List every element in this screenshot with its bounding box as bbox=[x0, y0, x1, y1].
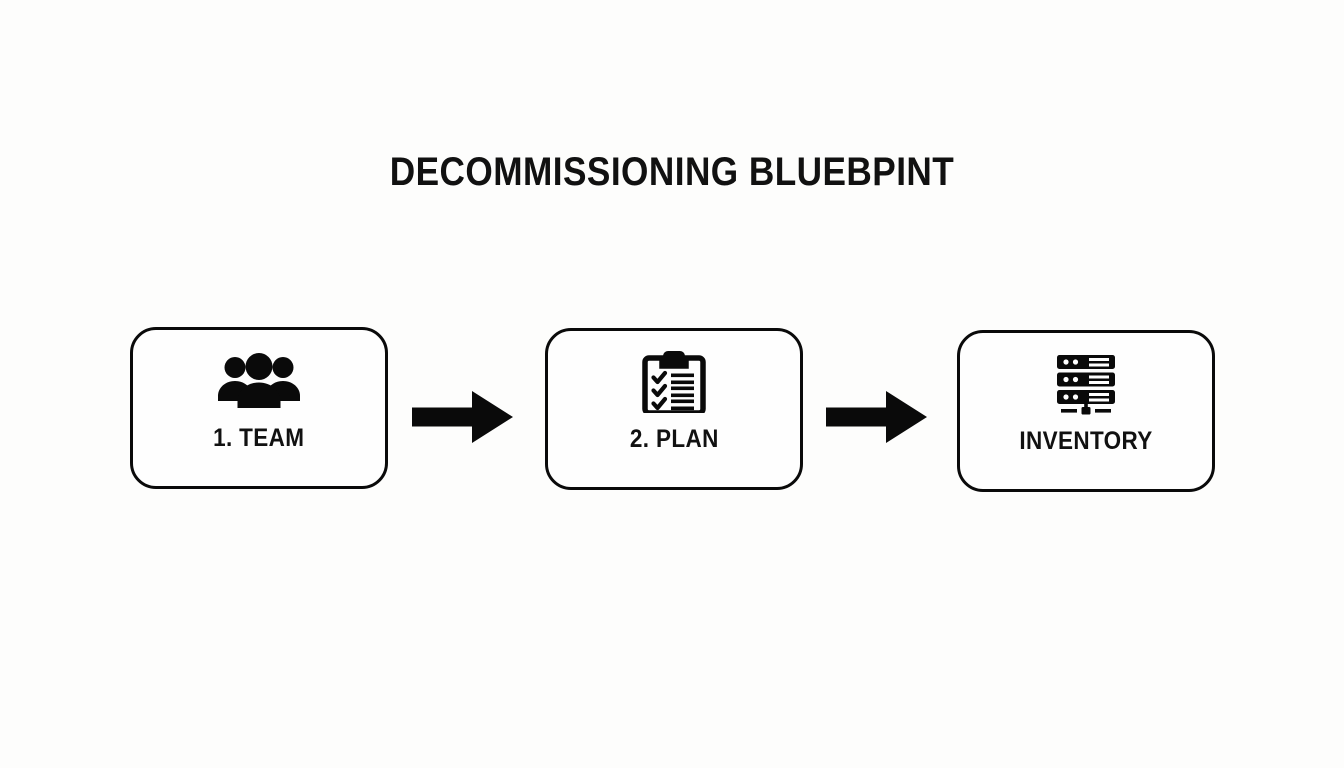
step-label-inventory: INVENTORY bbox=[1019, 427, 1153, 455]
step-label-team: 1. TEAM bbox=[213, 424, 305, 452]
clipboard-checklist-icon bbox=[641, 351, 707, 413]
page-title: DECOMMISSIONING BLUEBPINT bbox=[389, 150, 955, 194]
step-box-inventory[interactable]: INVENTORY bbox=[957, 330, 1215, 492]
arrow-right-icon bbox=[826, 388, 928, 446]
step-box-team[interactable]: 1. TEAM bbox=[130, 327, 388, 489]
step-box-plan[interactable]: 2. PLAN bbox=[545, 328, 803, 490]
server-rack-icon bbox=[1053, 353, 1119, 415]
arrow-right-icon bbox=[412, 388, 514, 446]
step-label-plan: 2. PLAN bbox=[629, 425, 719, 453]
process-flow-row: 1. TEAM bbox=[0, 320, 1344, 500]
people-group-icon bbox=[217, 350, 301, 412]
